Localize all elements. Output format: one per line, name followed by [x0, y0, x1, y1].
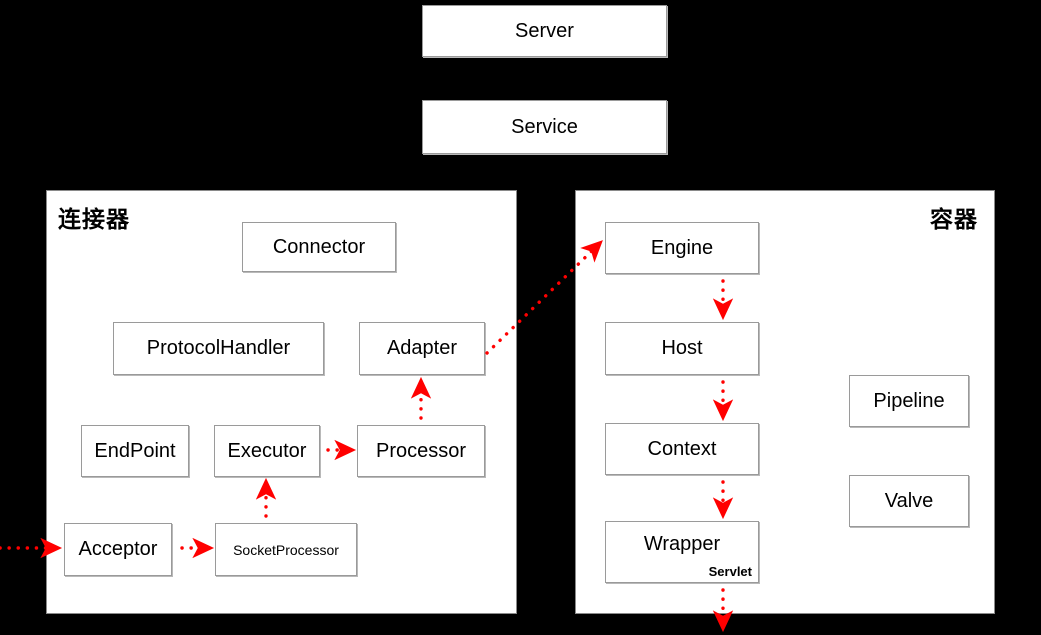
node-socketprocessor-label: SocketProcessor [233, 541, 339, 558]
node-executor-label: Executor [227, 439, 307, 462]
node-context-label: Context [647, 437, 717, 460]
node-connector[interactable]: Connector [242, 222, 396, 272]
node-host-label: Host [661, 337, 703, 359]
edge-service-to-connector-panel [429, 150, 544, 192]
node-executor[interactable]: Executor [214, 425, 320, 477]
container-panel-title: 容器 [930, 206, 978, 232]
node-acceptor-label: Acceptor [78, 538, 158, 560]
flow-adapter-engine [485, 240, 603, 355]
node-protocolhandler-label: ProtocolHandler [146, 337, 291, 359]
edge-service-to-container-panel [542, 150, 641, 192]
node-service-label: Service [511, 115, 578, 138]
node-pipeline[interactable]: Pipeline [849, 375, 969, 427]
node-adapter-label: Adapter [386, 337, 458, 359]
node-server[interactable]: Server [422, 5, 667, 57]
node-valve-label: Valve [884, 489, 934, 512]
node-host[interactable]: Host [605, 322, 759, 375]
node-pipeline-label: Pipeline [873, 389, 945, 412]
node-acceptor[interactable]: Acceptor [64, 523, 172, 576]
node-engine[interactable]: Engine [605, 222, 759, 274]
node-processor-label: Processor [375, 439, 467, 462]
node-socketprocessor[interactable]: SocketProcessor [215, 523, 357, 576]
node-connector-label: Connector [272, 235, 366, 258]
node-protocolhandler[interactable]: ProtocolHandler [113, 322, 324, 375]
node-server-label: Server [515, 19, 574, 42]
node-valve[interactable]: Valve [849, 475, 969, 527]
connector-panel-title: 连接器 [58, 206, 130, 232]
node-endpoint[interactable]: EndPoint [81, 425, 189, 477]
node-endpoint-label: EndPoint [94, 439, 176, 462]
node-wrapper-servlet-label: Servlet [708, 564, 752, 579]
node-wrapper-label: Wrapper [643, 533, 721, 555]
node-service[interactable]: Service [422, 100, 667, 154]
node-engine-label: Engine [650, 236, 714, 259]
node-adapter[interactable]: Adapter [359, 322, 485, 375]
node-processor[interactable]: Processor [357, 425, 485, 477]
node-context[interactable]: Context [605, 423, 759, 475]
